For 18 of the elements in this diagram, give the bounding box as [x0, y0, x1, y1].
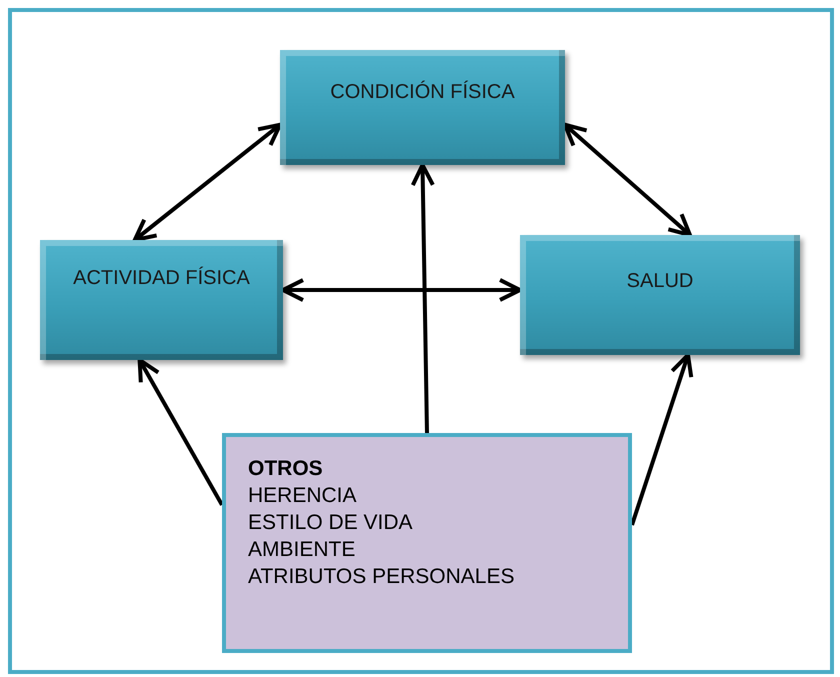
factor-box — [222, 433, 632, 653]
process-box — [280, 50, 565, 165]
box-label: ATRIBUTOS PERSONALES — [248, 564, 516, 590]
arrow — [138, 358, 224, 506]
box-heading: OTROS — [248, 456, 324, 482]
arrow — [410, 163, 435, 434]
box-label: ESTILO DE VIDA — [248, 510, 414, 536]
arrow — [132, 122, 282, 242]
box-label: ACTIVIDAD FÍSICA — [73, 266, 250, 291]
box-label: AMBIENTE — [248, 537, 356, 563]
box-label: HERENCIA — [248, 483, 358, 509]
arrow — [563, 122, 692, 237]
box-label: CONDICIÓN FÍSICA — [330, 80, 515, 105]
box-label: SALUD — [626, 269, 694, 294]
arrow — [630, 353, 694, 526]
process-box — [40, 240, 283, 360]
arrow — [281, 278, 522, 302]
process-box — [520, 235, 800, 355]
